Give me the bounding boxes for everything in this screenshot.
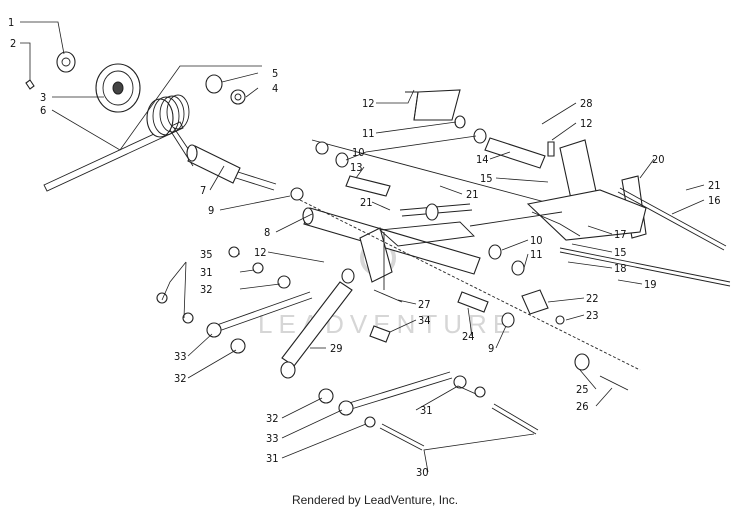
callout-11-right: 11: [530, 248, 543, 261]
callout-15-upper: 15: [480, 172, 493, 185]
part-35-nut: [228, 246, 240, 258]
callout-12-upper: 12: [362, 97, 375, 110]
part-30-bolt-b: [491, 403, 539, 435]
callout-31-upper: 31: [200, 266, 213, 279]
part-30-bolt-a: [379, 423, 425, 451]
callout-4: 4: [272, 82, 278, 95]
leader-lines: [20, 21, 705, 473]
callout-19: 19: [644, 278, 657, 291]
callout-30: 30: [416, 466, 429, 479]
callout-5: 5: [272, 67, 278, 80]
callout-6: 6: [40, 104, 46, 117]
callout-15-right: 15: [614, 246, 627, 259]
callout-21-right: 21: [708, 179, 721, 192]
part-5-bushing: [205, 74, 223, 94]
callout-27: 27: [418, 298, 431, 311]
part-14-shaft: [484, 137, 546, 169]
callout-20: 20: [652, 153, 665, 166]
callout-12-lower: 12: [254, 246, 267, 259]
callout-31-right: 31: [420, 404, 433, 417]
callout-17: 17: [614, 228, 627, 241]
callout-10-upper: 10: [352, 146, 365, 159]
spring-coil: [146, 94, 198, 167]
callout-32-upper: 32: [200, 283, 213, 296]
callout-28: 28: [580, 97, 593, 110]
callout-7: 7: [200, 184, 206, 197]
callout-9-upper: 9: [208, 204, 214, 217]
part-19-bolt: [559, 247, 731, 287]
callout-13: 13: [350, 161, 363, 174]
part-32-bushing: [277, 275, 291, 289]
part-10-bushing: [488, 244, 502, 260]
part-9-bushing: [290, 187, 304, 201]
callout-25: 25: [576, 383, 589, 396]
callout-24: 24: [462, 330, 475, 343]
part-4-washer: [230, 89, 246, 105]
callout-9-lower: 9: [488, 342, 494, 355]
callout-31-lower: 31: [266, 452, 279, 465]
callout-10-right: 10: [530, 234, 543, 247]
callout-35: 35: [200, 248, 213, 261]
callout-16: 16: [708, 194, 721, 207]
part-25-gear: [574, 353, 590, 371]
callout-33-upper: 33: [174, 350, 187, 363]
callout-33-lower: 33: [266, 432, 279, 445]
callout-29: 29: [330, 342, 343, 355]
part-23-washer: [555, 315, 565, 325]
callout-23: 23: [586, 309, 599, 322]
callout-32-lower: 32: [266, 412, 279, 425]
callout-11-upper: 11: [362, 127, 375, 140]
upper-mount-bracket: [413, 89, 461, 121]
part-11-bushing: [511, 260, 525, 276]
part-26-bolt: [599, 375, 629, 391]
callout-14: 14: [476, 153, 489, 166]
callout-12-right: 12: [580, 117, 593, 130]
part-34-sleeve: [369, 325, 391, 343]
part-28-bolt: [547, 141, 555, 157]
callout-26: 26: [576, 400, 589, 413]
part-1-nut: [56, 51, 76, 73]
callout-34: 34: [418, 314, 431, 327]
callout-18: 18: [614, 262, 627, 275]
callout-1: 1: [8, 16, 14, 29]
callout-8: 8: [264, 226, 270, 239]
callout-21-mid: 21: [466, 188, 479, 201]
callout-3: 3: [40, 91, 46, 104]
part-17-plate: [526, 189, 647, 241]
part-6-rod: [43, 121, 184, 192]
callout-32-mid: 32: [174, 372, 187, 385]
part-33-link-upper: [213, 291, 313, 333]
part-13-sleeve: [345, 175, 391, 197]
part-shapes: [25, 51, 731, 451]
part-22-block: [521, 289, 549, 315]
callout-labels: 1 2 3 6 5 4 12 28 12 11 10 13 14 15 21 2…: [8, 16, 721, 479]
part-31-washer: [252, 262, 264, 274]
part-27-bolt: [373, 289, 403, 303]
part-33-link-lower: [345, 371, 453, 411]
callout-2: 2: [10, 37, 16, 50]
part-2-bolt: [25, 79, 35, 90]
callout-21-left: 21: [360, 196, 373, 209]
callout-22: 22: [586, 292, 599, 305]
footer-credit: Rendered by LeadVenture, Inc.: [292, 493, 458, 507]
part-24-sleeve: [457, 291, 489, 313]
part-16-bolt: [617, 187, 727, 251]
